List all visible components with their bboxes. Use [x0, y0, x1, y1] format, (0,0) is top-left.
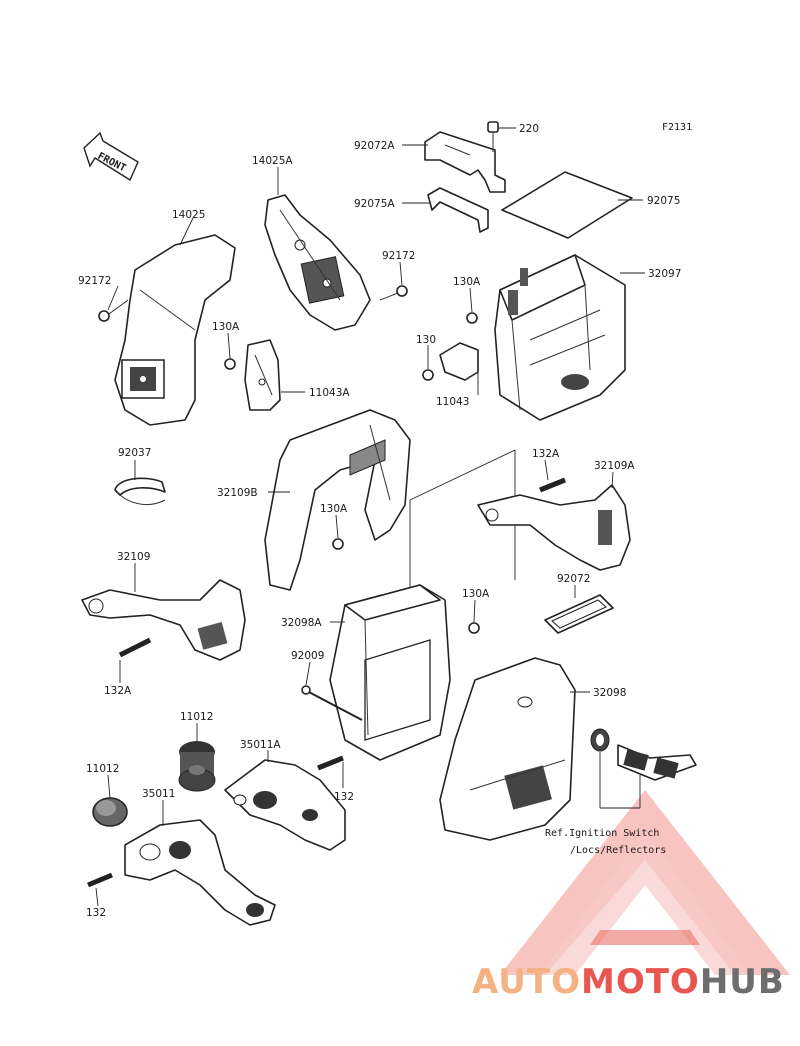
holder-35011A: [224, 759, 346, 851]
label-92072A: 92072A: [354, 140, 395, 152]
bolt-130A-mid: [332, 538, 344, 550]
screw-92172-top: [379, 285, 408, 301]
label-92075A: 92075A: [354, 198, 395, 210]
screw-92172-left: [98, 299, 129, 322]
label-11012-left: 11012: [86, 763, 119, 775]
label-92009: 92009: [291, 650, 324, 662]
label-14025: 14025: [172, 209, 205, 221]
bracket-32109A: [477, 484, 631, 571]
watermark-part1: AUTO: [472, 962, 581, 1002]
strap-92072: [544, 594, 614, 634]
bolt-132A-right: [539, 477, 566, 493]
label-14025A: 14025A: [252, 155, 293, 167]
label-130: 130: [416, 334, 436, 346]
figure-code: F2131: [662, 122, 692, 133]
box-32098A: [329, 584, 451, 761]
label-35011: 35011: [142, 788, 175, 800]
frame-32109B: [264, 409, 411, 591]
label-92075: 92075: [647, 195, 680, 207]
label-35011A: 35011A: [240, 739, 281, 751]
reference-note-line1: Ref.Ignition Switch: [545, 828, 659, 839]
reference-note-line2: /Locs/Reflectors: [570, 845, 666, 856]
bracket-92072A: [424, 131, 506, 193]
key-icon: [617, 744, 697, 781]
watermark-logo: [500, 790, 790, 975]
bolt-132-left: [87, 872, 113, 888]
bracket-11043: [439, 342, 479, 381]
pad-92075: [501, 171, 633, 239]
label-130A-lower: 130A: [462, 588, 490, 600]
bolt-130A-left: [224, 358, 236, 370]
label-11043A: 11043A: [309, 387, 350, 399]
grommet-11012-top: [178, 741, 216, 792]
label-92172-left: 92172: [78, 275, 111, 287]
label-92172-top: 92172: [382, 250, 415, 262]
bolt-130: [422, 369, 434, 381]
bolt-132A-left: [118, 637, 152, 658]
label-32098: 32098: [593, 687, 626, 699]
bracket-32109: [81, 579, 246, 661]
label-130A-right: 130A: [453, 276, 481, 288]
label-132A-left: 132A: [104, 685, 132, 697]
cover-32098: [439, 657, 576, 841]
bolt-132-right: [317, 755, 344, 771]
lock-cylinder: [590, 728, 610, 752]
grommet-11012-left: [92, 797, 128, 827]
label-132A-right: 132A: [532, 448, 560, 460]
label-132-left: 132: [86, 907, 106, 919]
cover-14025A: [264, 194, 371, 331]
label-130A-left: 130A: [212, 321, 240, 333]
label-11012-top: 11012: [180, 711, 213, 723]
bolt-220: [487, 121, 499, 152]
label-132-right: 132: [334, 791, 354, 803]
label-32109A: 32109A: [594, 460, 635, 472]
watermark-part3: HUB: [700, 962, 785, 1002]
front-arrow-icon: FRONT: [83, 131, 139, 182]
bracket-11043A: [244, 339, 281, 411]
label-32097: 32097: [648, 268, 681, 280]
holder-35011: [124, 819, 276, 926]
label-92037: 92037: [118, 447, 151, 459]
watermark-part2: MOTO: [581, 962, 700, 1002]
bolt-130A-lower: [468, 622, 480, 634]
battery-case-32097: [494, 254, 626, 421]
label-32098A: 32098A: [281, 617, 322, 629]
bracket-92075A: [427, 187, 489, 233]
clamp-92037: [114, 477, 166, 506]
bolt-130A-right: [466, 312, 478, 324]
label-92072: 92072: [557, 573, 590, 585]
label-130A-mid: 130A: [320, 503, 348, 515]
label-32109: 32109: [117, 551, 150, 563]
screw-92009: [301, 685, 363, 721]
watermark-text: AUTOMOTOHUB: [472, 962, 785, 1002]
cover-14025: [114, 234, 236, 426]
label-220: 220: [519, 123, 539, 135]
label-32109B: 32109B: [217, 487, 258, 499]
label-11043: 11043: [436, 396, 469, 408]
